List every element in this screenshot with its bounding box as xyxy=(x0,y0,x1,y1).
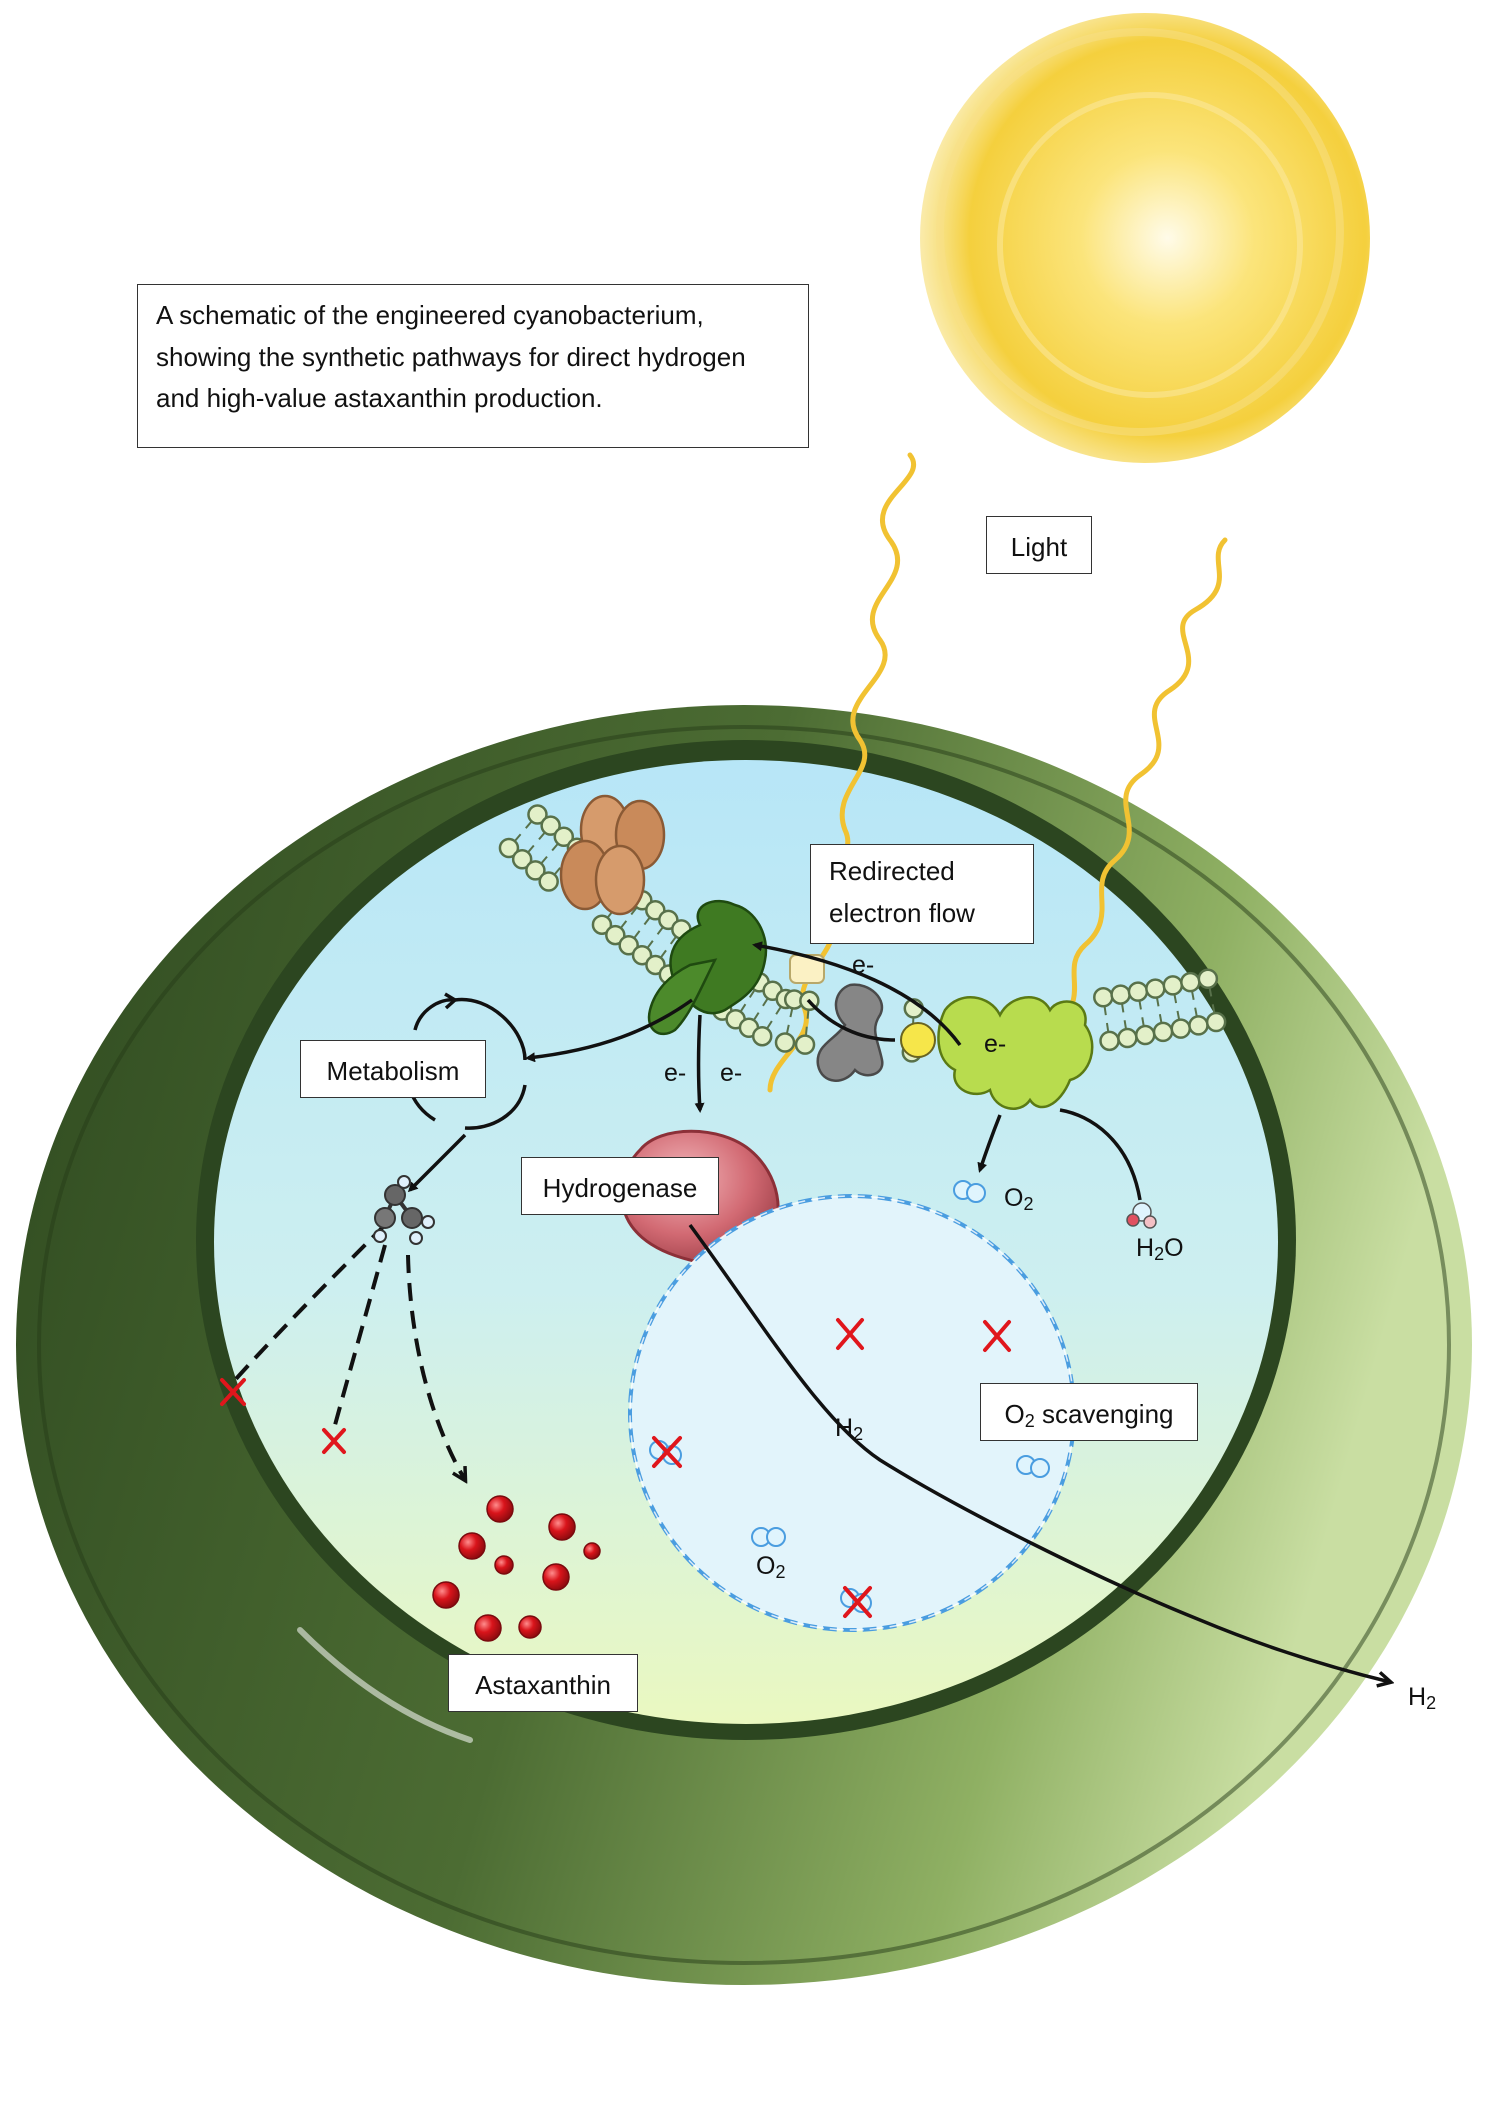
astaxanthin-droplet-icon xyxy=(432,1495,601,1642)
plastoquinone-icon xyxy=(900,1022,936,1058)
o2-label: O2 xyxy=(1004,1184,1034,1214)
redirected-electron-flow-label: Redirected electron flow xyxy=(810,844,1034,944)
psii-complex-icon xyxy=(937,996,1094,1110)
lipid-head xyxy=(540,815,561,836)
metabolism-label: Metabolism xyxy=(300,1040,486,1098)
lipid-head xyxy=(751,1025,773,1047)
astaxanthin-label: Astaxanthin xyxy=(448,1654,638,1712)
lipid-head xyxy=(1117,1027,1138,1049)
light-wave-icon xyxy=(767,452,917,1093)
lipid-head xyxy=(1127,981,1149,1002)
caption-box: A schematic of the engineered cyanobacte… xyxy=(137,284,809,448)
lipid-head xyxy=(1170,1018,1192,1039)
lipid-head xyxy=(527,804,548,825)
lipid-head xyxy=(1162,975,1184,996)
light-label: Light xyxy=(986,516,1092,574)
caption-line-3: and high-value astaxanthin production. xyxy=(156,383,603,414)
lipid-head xyxy=(538,871,559,892)
lipid-head xyxy=(1110,984,1131,1005)
block-x-icon xyxy=(220,1318,1011,1618)
lipid-head xyxy=(591,914,613,935)
lipid-head xyxy=(525,860,546,881)
lipid-head xyxy=(1188,1015,1209,1036)
lipid-head xyxy=(1205,1011,1227,1033)
lipid-head xyxy=(498,837,520,859)
lipid-head xyxy=(631,944,653,966)
lipid-head xyxy=(1099,1030,1120,1052)
lipid-head xyxy=(774,1032,796,1053)
lipid-head xyxy=(1134,1024,1156,1046)
lipid-head xyxy=(1145,978,1166,999)
lipid-head xyxy=(1197,968,1219,989)
caption-line-1: A schematic of the engineered cyanobacte… xyxy=(156,300,704,330)
electron-label: e- xyxy=(984,1030,1007,1058)
sun-icon xyxy=(920,13,1370,463)
lipid-head xyxy=(1093,987,1114,1008)
lipid-head xyxy=(605,924,626,946)
h2-output-label: H2 xyxy=(1408,1683,1437,1713)
hydrogenase-label: Hydrogenase xyxy=(521,1157,719,1215)
electron-label: e- xyxy=(852,951,875,979)
lipid-head xyxy=(1180,971,1201,993)
dashed-pathways xyxy=(233,1223,465,1480)
lipid-head xyxy=(553,826,575,848)
h2o-label: H2O xyxy=(1136,1234,1184,1264)
o2-scavenging-label: O2 scavenging xyxy=(980,1383,1198,1441)
pathway-arrows xyxy=(407,941,1390,1682)
molecule-icon xyxy=(373,1175,435,1245)
water-molecule-icon xyxy=(1126,1202,1157,1229)
caption-line-2: showing the synthetic pathways for direc… xyxy=(156,341,746,372)
lipid-head xyxy=(794,1034,816,1055)
light-wave-icon xyxy=(1057,537,1228,1023)
lipid-head xyxy=(511,848,533,870)
o2-label: O2 xyxy=(756,1552,786,1582)
lipid-head xyxy=(618,934,639,956)
lipid-head xyxy=(1152,1021,1174,1043)
electron-label: e- xyxy=(664,1059,687,1087)
h2-label: H2 xyxy=(835,1414,864,1444)
electron-label: e- xyxy=(720,1059,743,1087)
atp-synthase-icon xyxy=(559,794,666,916)
